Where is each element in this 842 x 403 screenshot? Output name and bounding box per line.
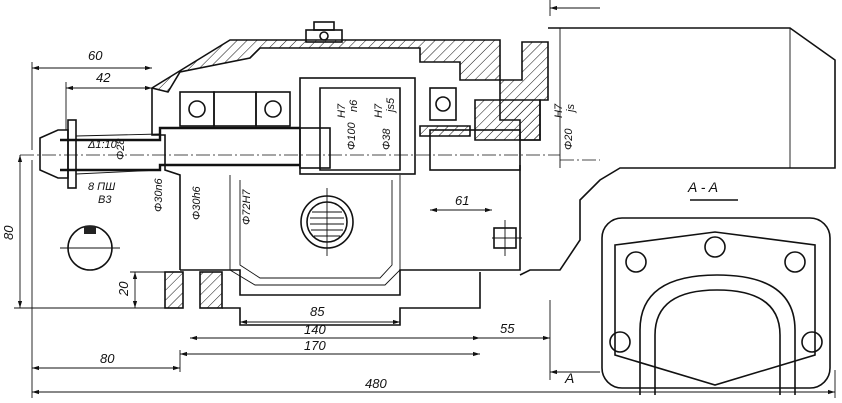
section-flange-plate — [614, 231, 816, 386]
dia-100: Φ100 — [346, 122, 358, 150]
section-bolt-hole-1 — [625, 251, 647, 273]
grease-fitting — [492, 220, 522, 256]
hub — [299, 127, 331, 169]
dia-20-fit-top: H7 — [553, 103, 565, 118]
mid-bearing — [255, 91, 291, 127]
motor-housing — [519, 27, 836, 276]
key-spec-bottom: B3 — [98, 194, 112, 206]
section-bolt-hole-3 — [784, 251, 806, 273]
key-spec-top: 8 ПШ — [88, 181, 116, 193]
sump-inner-2 — [239, 180, 393, 279]
dia-28: Φ28 — [115, 138, 127, 160]
left-body-outline — [151, 88, 181, 270]
dim-61: 61 — [455, 193, 469, 208]
dia-72H7: Φ72H7 — [241, 189, 253, 225]
section-bolt-hole-4 — [609, 331, 631, 353]
section-marker: A — [564, 370, 574, 386]
dimension-text: 60 42 80 20 85 140 170 55 80 480 61 Φ28 … — [1, 48, 577, 391]
section-bolt-hole-2 — [704, 236, 726, 258]
base-outline — [222, 272, 481, 326]
dia-30h6: Φ30h6 — [191, 185, 203, 220]
sump-inner — [229, 175, 401, 286]
input-shaft-bottom — [60, 163, 300, 172]
motor-outline — [519, 27, 836, 276]
dim-60-top: 60 — [88, 48, 103, 63]
dim-20: 20 — [116, 281, 131, 297]
shaft-coupling — [39, 119, 161, 271]
section-bore-outer — [639, 274, 796, 395]
dia-38-fit-bottom: js5 — [385, 97, 397, 114]
dim-140: 140 — [304, 322, 326, 337]
dia-20-fit-bottom: js — [565, 104, 577, 114]
right-bearing — [429, 87, 457, 121]
gearbox-housing — [149, 39, 549, 326]
taper-note: Δ1:10 — [87, 139, 118, 151]
left-foot-section — [164, 271, 184, 309]
section-bore-inner — [654, 289, 781, 395]
dimension-lines — [14, 0, 836, 398]
dia-20: Φ20 — [563, 128, 575, 150]
dia-30n6: Φ30n6 — [153, 177, 165, 212]
dim-480: 480 — [365, 376, 387, 391]
section-flange-outline — [601, 217, 831, 389]
lower-body-outline — [180, 165, 521, 296]
centre-lines — [20, 154, 600, 161]
dia-38: Φ38 — [381, 128, 393, 150]
keyway — [84, 226, 96, 234]
section-title: A - A — [687, 179, 718, 195]
dim-55: 55 — [500, 321, 515, 336]
section-bolt-hole-5 — [801, 331, 823, 353]
dia-100-fit-top: H7 — [336, 103, 348, 118]
section-a-a: A - A — [601, 179, 831, 395]
bearings — [60, 77, 541, 175]
mid-foot-section — [199, 271, 223, 309]
dim-85: 85 — [310, 304, 325, 319]
dim-80-bottom: 80 — [100, 351, 115, 366]
dim-170: 170 — [304, 338, 326, 353]
dia-38-fit-top: H7 — [373, 103, 385, 118]
top-cover-section — [149, 39, 501, 93]
right-seal-section — [474, 99, 541, 141]
dim-80-vertical: 80 — [1, 225, 16, 240]
gear-wheel — [299, 77, 416, 175]
top-bolt — [305, 21, 343, 43]
left-bearing — [179, 91, 215, 127]
dim-42: 42 — [96, 70, 111, 85]
dia-100-fit-bottom: n6 — [348, 99, 360, 112]
